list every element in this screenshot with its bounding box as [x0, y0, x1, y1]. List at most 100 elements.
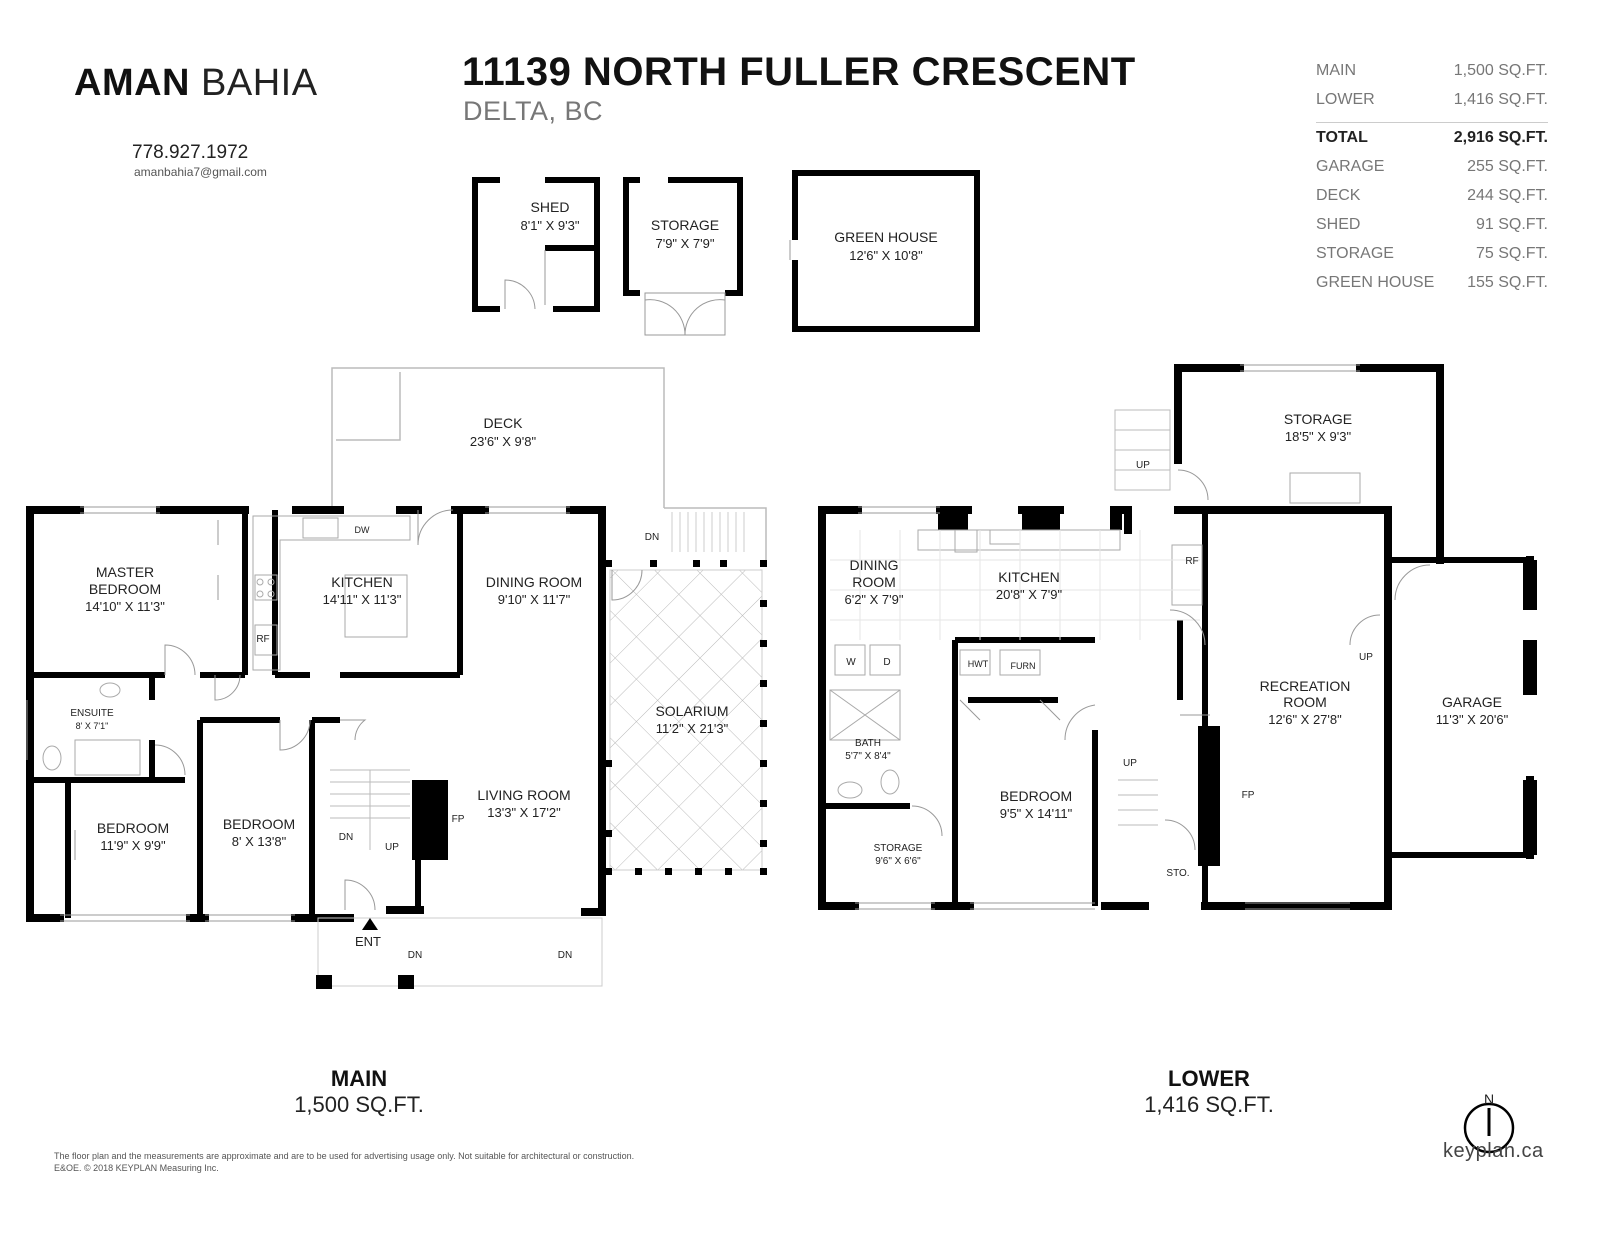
lower-dining-room-dimensions: 6'2" X 7'9"	[844, 592, 903, 607]
area-value: 244 SQ.FT.	[1467, 187, 1548, 204]
storage-shed-dimensions: 7'9" X 7'9"	[655, 236, 714, 251]
bedroom-2-name: BEDROOM	[97, 820, 169, 836]
lower-floor-caption: LOWER 1,416 SQ.FT.	[1109, 1066, 1309, 1118]
storage-shed-name: STORAGE	[651, 217, 719, 233]
shed-name: SHED	[531, 199, 570, 215]
area-value: 91 SQ.FT.	[1475, 216, 1548, 233]
disclaimer-line-2: E&OE. © 2018 KEYPLAN Measuring Inc.	[54, 1163, 219, 1173]
brand-last-name: BAHIA	[201, 62, 318, 104]
lower-interior-walls	[822, 510, 1530, 906]
living-room-name: LIVING ROOM	[477, 787, 570, 803]
bedroom-2-dimensions: 11'9" X 9'9"	[100, 838, 166, 853]
agent-phone: 778.927.1972	[132, 142, 249, 163]
area-label: SHED	[1316, 216, 1361, 233]
ensuite-dimensions: 8' X 7'1"	[76, 721, 109, 731]
area-value: 75 SQ.FT.	[1475, 245, 1548, 262]
area-value: 155 SQ.FT.	[1467, 274, 1548, 291]
website-link[interactable]: keyplan.ca	[1443, 1140, 1544, 1162]
kitchen-dimensions: 14'11" X 11'3"	[323, 592, 402, 607]
green-house-dimensions: 12'6" X 10'8"	[849, 248, 923, 263]
compass-north-label: N	[1484, 1091, 1494, 1107]
lower-storage-dimensions: 18'5" X 9'3"	[1285, 429, 1352, 444]
area-row-green-house: GREEN HOUSE 155 SQ.FT.	[1316, 268, 1548, 297]
storage-shed-door	[644, 292, 726, 336]
disclaimer-line-1: The floor plan and the measurements are …	[54, 1151, 635, 1161]
shed-dimensions: 8'1" X 9'3"	[520, 218, 579, 233]
lower-fireplace-label: FP	[1242, 790, 1255, 801]
area-row-garage: GARAGE 255 SQ.FT.	[1316, 152, 1548, 181]
deck-name: DECK	[484, 415, 524, 431]
entrance-label: ENT	[355, 934, 381, 949]
dryer-label: D	[883, 657, 890, 668]
area-label: DECK	[1316, 187, 1361, 204]
front-entry-landing	[316, 917, 603, 989]
main-windows	[26, 506, 570, 922]
solarium-dimensions: 11'2" X 21'3"	[656, 721, 729, 736]
storage-shed-outline	[623, 177, 743, 296]
area-value: 2,916 SQ.FT.	[1453, 129, 1548, 146]
area-label: MAIN	[1316, 62, 1356, 79]
area-row-shed: SHED 91 SQ.FT.	[1316, 210, 1548, 239]
living-room-dimensions: 13'3" X 17'2"	[487, 805, 561, 820]
lower-kitchen-fixtures	[829, 472, 1361, 799]
main-stairs	[330, 769, 410, 850]
garage-step-up-label: UP	[1359, 652, 1373, 663]
solarium-grid	[605, 560, 767, 875]
lower-kitchen-name: KITCHEN	[998, 569, 1059, 585]
brand-logo: AMAN BAHIA	[74, 62, 318, 105]
recreation-room-dimensions: 12'6" X 27'8"	[1268, 712, 1342, 727]
main-floor-area: 1,500 SQ.FT.	[294, 1092, 424, 1117]
recreation-room-name: RECREATION	[1260, 678, 1351, 694]
property-address: 11139 NORTH FULLER CRESCENT	[462, 50, 1136, 94]
lower-floor-title: LOWER	[1168, 1066, 1250, 1091]
ensuite-name: ENSUITE	[70, 708, 114, 719]
porch-steps-down-label: DN	[558, 950, 572, 961]
exterior-stairs-up-label: UP	[1136, 460, 1150, 471]
ensuite-fixtures	[42, 682, 141, 776]
lower-stairs	[1114, 409, 1171, 826]
lower-doors	[911, 469, 1431, 851]
green-house-outline	[792, 170, 980, 332]
lower-dining-room-name-line2: ROOM	[852, 574, 896, 590]
entry-steps-down-label: DN	[408, 950, 422, 961]
lower-storage-name: STORAGE	[1284, 411, 1352, 427]
solarium-name: SOLARIUM	[655, 703, 728, 719]
lower-dining-room-name: DINING	[850, 557, 899, 573]
deck-outline	[331, 367, 767, 560]
lower-closet-label: STO.	[1166, 868, 1189, 879]
lower-floor-area: 1,416 SQ.FT.	[1144, 1092, 1274, 1117]
main-fireplace-label: FP	[452, 814, 465, 825]
dining-room-name: DINING ROOM	[486, 574, 582, 590]
bedroom-3-dimensions: 8' X 13'8"	[232, 834, 287, 849]
main-stairs-up-label: UP	[385, 842, 399, 853]
recreation-room-name-line2: ROOM	[1283, 694, 1327, 710]
lower-stairs-up-label: UP	[1123, 758, 1137, 769]
area-label: GREEN HOUSE	[1316, 274, 1435, 291]
lower-exterior-walls	[818, 364, 1534, 910]
brand-first-name: AMAN	[74, 62, 190, 104]
deck-stairs	[671, 512, 745, 552]
area-value: 255 SQ.FT.	[1467, 158, 1548, 175]
hot-water-tank-label: HWT	[968, 659, 989, 669]
area-label: LOWER	[1316, 91, 1375, 108]
lower-fridge-label: RF	[1185, 556, 1198, 567]
shed-door	[504, 250, 546, 310]
lower-bedroom-name: BEDROOM	[1000, 788, 1072, 804]
deck-stairs-down-label: DN	[645, 532, 659, 543]
green-house-name: GREEN HOUSE	[834, 229, 937, 245]
main-stairs-down-label: DN	[339, 832, 353, 843]
lower-windows	[855, 364, 1360, 910]
area-label: GARAGE	[1316, 158, 1385, 175]
bath-dimensions: 5'7" X 8'4"	[845, 751, 891, 762]
main-exterior-walls	[26, 506, 606, 922]
main-fridge-label: RF	[256, 634, 269, 645]
lower-small-storage-name: STORAGE	[874, 843, 923, 854]
garage-dimensions: 11'3" X 20'6"	[1436, 712, 1509, 727]
compass-icon	[1463, 1102, 1515, 1154]
main-fireplace	[412, 780, 448, 860]
